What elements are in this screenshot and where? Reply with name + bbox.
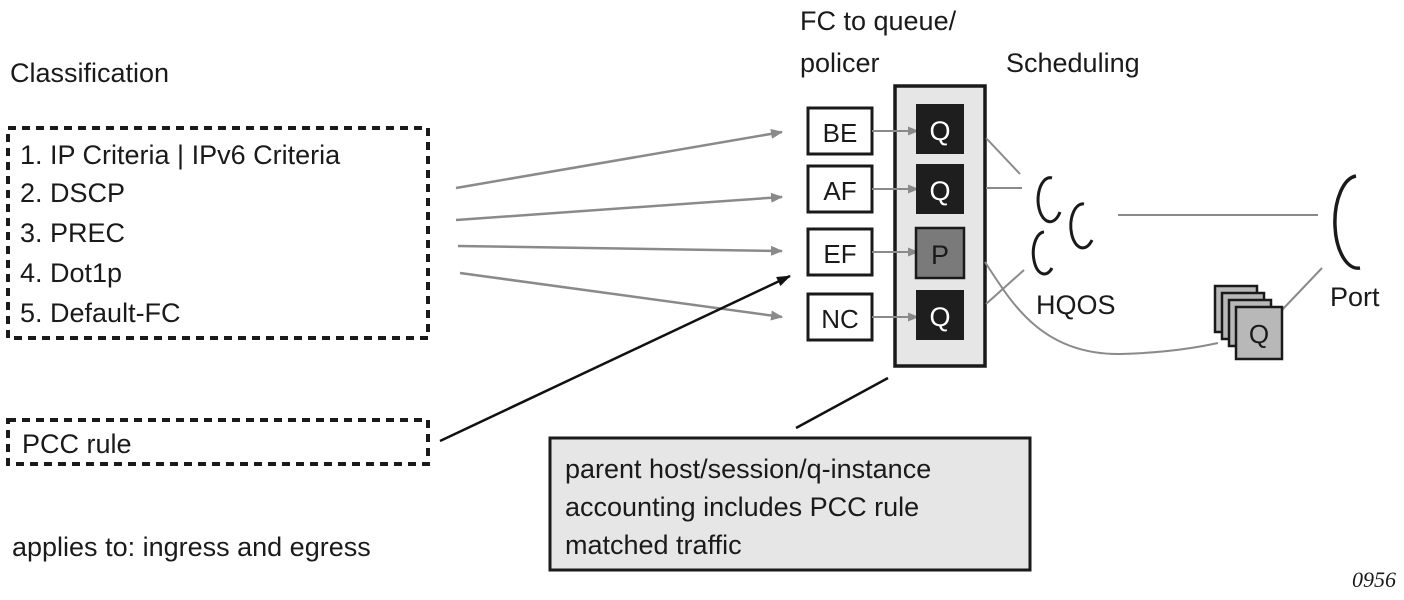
scheduling-title: Scheduling: [1006, 48, 1140, 78]
hqos-scheduler-2: [1069, 202, 1094, 250]
note-line-2: accounting includes PCC rule: [565, 492, 919, 522]
queue-box-4: [916, 290, 964, 340]
classification-item-3: 3. PREC: [20, 218, 125, 248]
queue-label-1: Q: [929, 116, 950, 146]
queue-4-scheduler-line: [985, 269, 1025, 305]
queue-1-scheduler-line: [985, 137, 1021, 175]
fc-to-queue-title-line1: FC to queue/: [800, 6, 957, 36]
pcc-rule-label: PCC rule: [22, 429, 132, 459]
port-label: Port: [1330, 282, 1380, 312]
policer-to-port-queue-curve: [984, 261, 1219, 356]
fc-to-queue-title-line2: policer: [800, 48, 880, 78]
figure-number: 0956: [1352, 567, 1396, 592]
classify-arrow-af: [455, 192, 783, 222]
policer-label: P: [931, 240, 949, 270]
classification-title: Classification: [10, 58, 169, 88]
classify-arrow-ef: [457, 244, 783, 256]
queue-box-1: [916, 104, 964, 154]
port-scheduler: [1333, 174, 1361, 270]
hqos-scheduler-3: [1031, 230, 1054, 276]
classify-arrow-be: [455, 128, 783, 190]
policer-box: [914, 226, 966, 280]
fc-box-af: [806, 164, 874, 214]
port-queue-label: Q: [1249, 319, 1269, 349]
fc-label-af: AF: [823, 176, 856, 206]
note-box: [548, 436, 1032, 572]
classification-item-2: 2. DSCP: [20, 178, 125, 208]
queue-label-4: Q: [929, 302, 950, 332]
note-line-3: matched traffic: [565, 530, 742, 560]
port-queue-to-port-line: [1281, 267, 1323, 311]
hqos-scheduler-1: [1036, 176, 1062, 224]
classification-item-5: 5. Default-FC: [20, 298, 181, 328]
hqos-label: HQOS: [1036, 290, 1116, 320]
classification-item-4: 4. Dot1p: [20, 258, 122, 288]
fc-label-be: BE: [823, 118, 858, 148]
note-callout-line: [795, 376, 889, 430]
classification-box: [6, 126, 430, 340]
classify-arrow-nc: [459, 271, 783, 321]
applies-to-text: applies to: ingress and egress: [12, 532, 371, 562]
note-line-1: parent host/session/q-instance: [565, 454, 931, 484]
pcc-rule-arrow: [439, 274, 791, 443]
queue-label-2: Q: [929, 176, 950, 206]
fc-label-ef: EF: [823, 239, 856, 269]
pcc-rule-box: [6, 418, 430, 466]
classification-item-1: 1. IP Criteria | IPv6 Criteria: [20, 140, 341, 170]
fc-label-nc: NC: [821, 304, 859, 334]
port-queue-front: [1234, 305, 1284, 361]
queue-box-2: [916, 164, 964, 214]
